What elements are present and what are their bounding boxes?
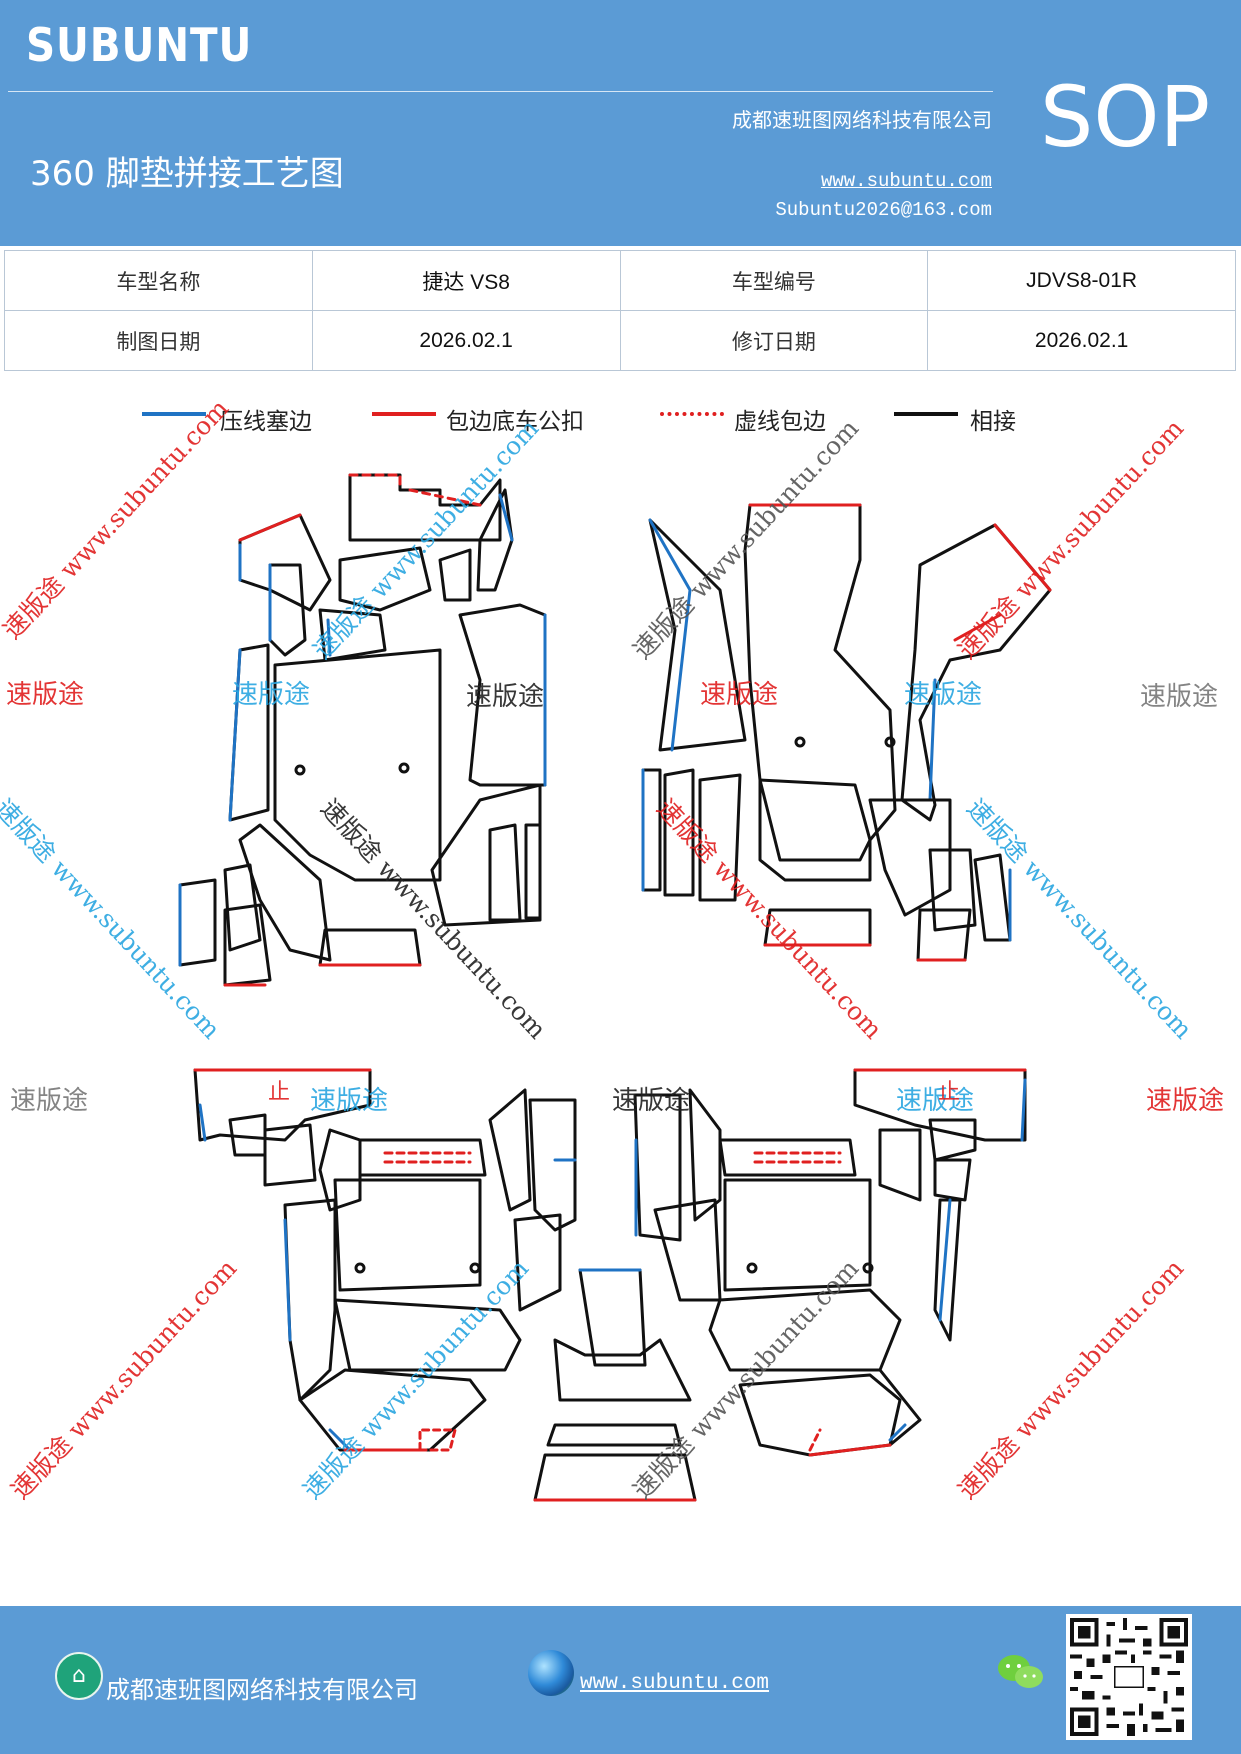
house-icon: ⌂ xyxy=(55,1652,103,1700)
watermark-brand: 速版途 xyxy=(700,680,779,710)
label-draw-date: 制图日期 xyxy=(4,310,313,371)
table-row: 制图日期 2026.02.1 修订日期 2026.02.1 xyxy=(4,310,1236,371)
legend-swatch-blue xyxy=(142,412,206,416)
value-revision-date: 2026.02.1 xyxy=(927,310,1236,371)
vehicle-info-table: 车型名称 捷达 VS8 车型编号 JDVS8-01R 制图日期 2026.02.… xyxy=(4,250,1236,371)
footer-banner: ⌂ 成都速班图网络科技有限公司 www.subuntu.com xyxy=(0,1606,1241,1754)
value-draw-date: 2026.02.1 xyxy=(311,310,621,371)
header-email: Subuntu2026@163.com xyxy=(775,199,992,221)
watermark-brand: 速版途 xyxy=(1146,1086,1225,1116)
wechat-icon[interactable] xyxy=(996,1652,1046,1692)
header-divider xyxy=(8,91,993,92)
marker-stop: 止 xyxy=(938,1080,961,1105)
brand-logo: SUBUNTU xyxy=(26,18,253,72)
watermark-brand: 速版途 xyxy=(904,680,983,710)
floor-mat-diagram: 速版途 速版途 速版途 速版途 速版途 速版途 速版途 速版途 速版途 速版途 … xyxy=(0,394,1241,1590)
mat-group-front-right xyxy=(641,503,1052,962)
header-banner: SUBUNTU 成都速班图网络科技有限公司 360 脚垫拼接工艺图 www.su… xyxy=(0,0,1241,246)
watermark-brand: 速版途 xyxy=(6,680,85,710)
label-model-name: 车型名称 xyxy=(4,250,313,311)
watermark-brand: 速版途 xyxy=(896,1086,975,1116)
watermark-brand: 速版途 xyxy=(310,1086,389,1116)
legend: 压线塞边 包边底车公扣 虚线包边 相接 xyxy=(0,400,1241,440)
marker-stop: 止 xyxy=(268,1080,291,1105)
sop-badge: SOP xyxy=(1040,68,1211,166)
mat-group-front-left xyxy=(178,473,547,987)
header-website-link[interactable]: www.subuntu.com xyxy=(820,170,992,192)
legend-label: 压线塞边 xyxy=(220,409,312,435)
qr-code xyxy=(1066,1614,1192,1740)
legend-label: 相接 xyxy=(970,409,1016,435)
legend-swatch-black xyxy=(894,412,958,416)
globe-icon xyxy=(528,1650,574,1696)
header-company: 成都速班图网络科技有限公司 xyxy=(732,108,992,132)
mat-pieces-svg xyxy=(178,473,1052,1502)
label-model-code: 车型编号 xyxy=(619,250,929,311)
legend-label: 包边底车公扣 xyxy=(446,409,584,435)
legend-swatch-red-dotted xyxy=(660,412,724,416)
table-row: 车型名称 捷达 VS8 车型编号 JDVS8-01R xyxy=(4,250,1236,311)
mat-group-rear-left xyxy=(193,1068,577,1452)
footer-website-link[interactable]: www.subuntu.com xyxy=(580,1672,770,1695)
watermark-brand: 速版途 xyxy=(466,682,545,712)
watermark-brand: 速版途 xyxy=(612,1086,691,1116)
watermark-brand: 速版途 xyxy=(232,680,311,710)
label-revision-date: 修订日期 xyxy=(619,310,929,371)
mat-group-rear-right xyxy=(633,1068,1027,1457)
legend-label: 虚线包边 xyxy=(734,409,826,435)
footer-company: 成都速班图网络科技有限公司 xyxy=(106,1676,418,1704)
value-model-name: 捷达 VS8 xyxy=(311,250,621,311)
watermark-brand: 速版途 xyxy=(10,1086,89,1116)
legend-swatch-red xyxy=(372,412,436,416)
watermark-brand: 速版途 xyxy=(1140,682,1219,712)
page-title: 360 脚垫拼接工艺图 xyxy=(30,154,344,194)
value-model-code: JDVS8-01R xyxy=(927,250,1236,311)
mat-group-rear-center xyxy=(533,1268,697,1502)
